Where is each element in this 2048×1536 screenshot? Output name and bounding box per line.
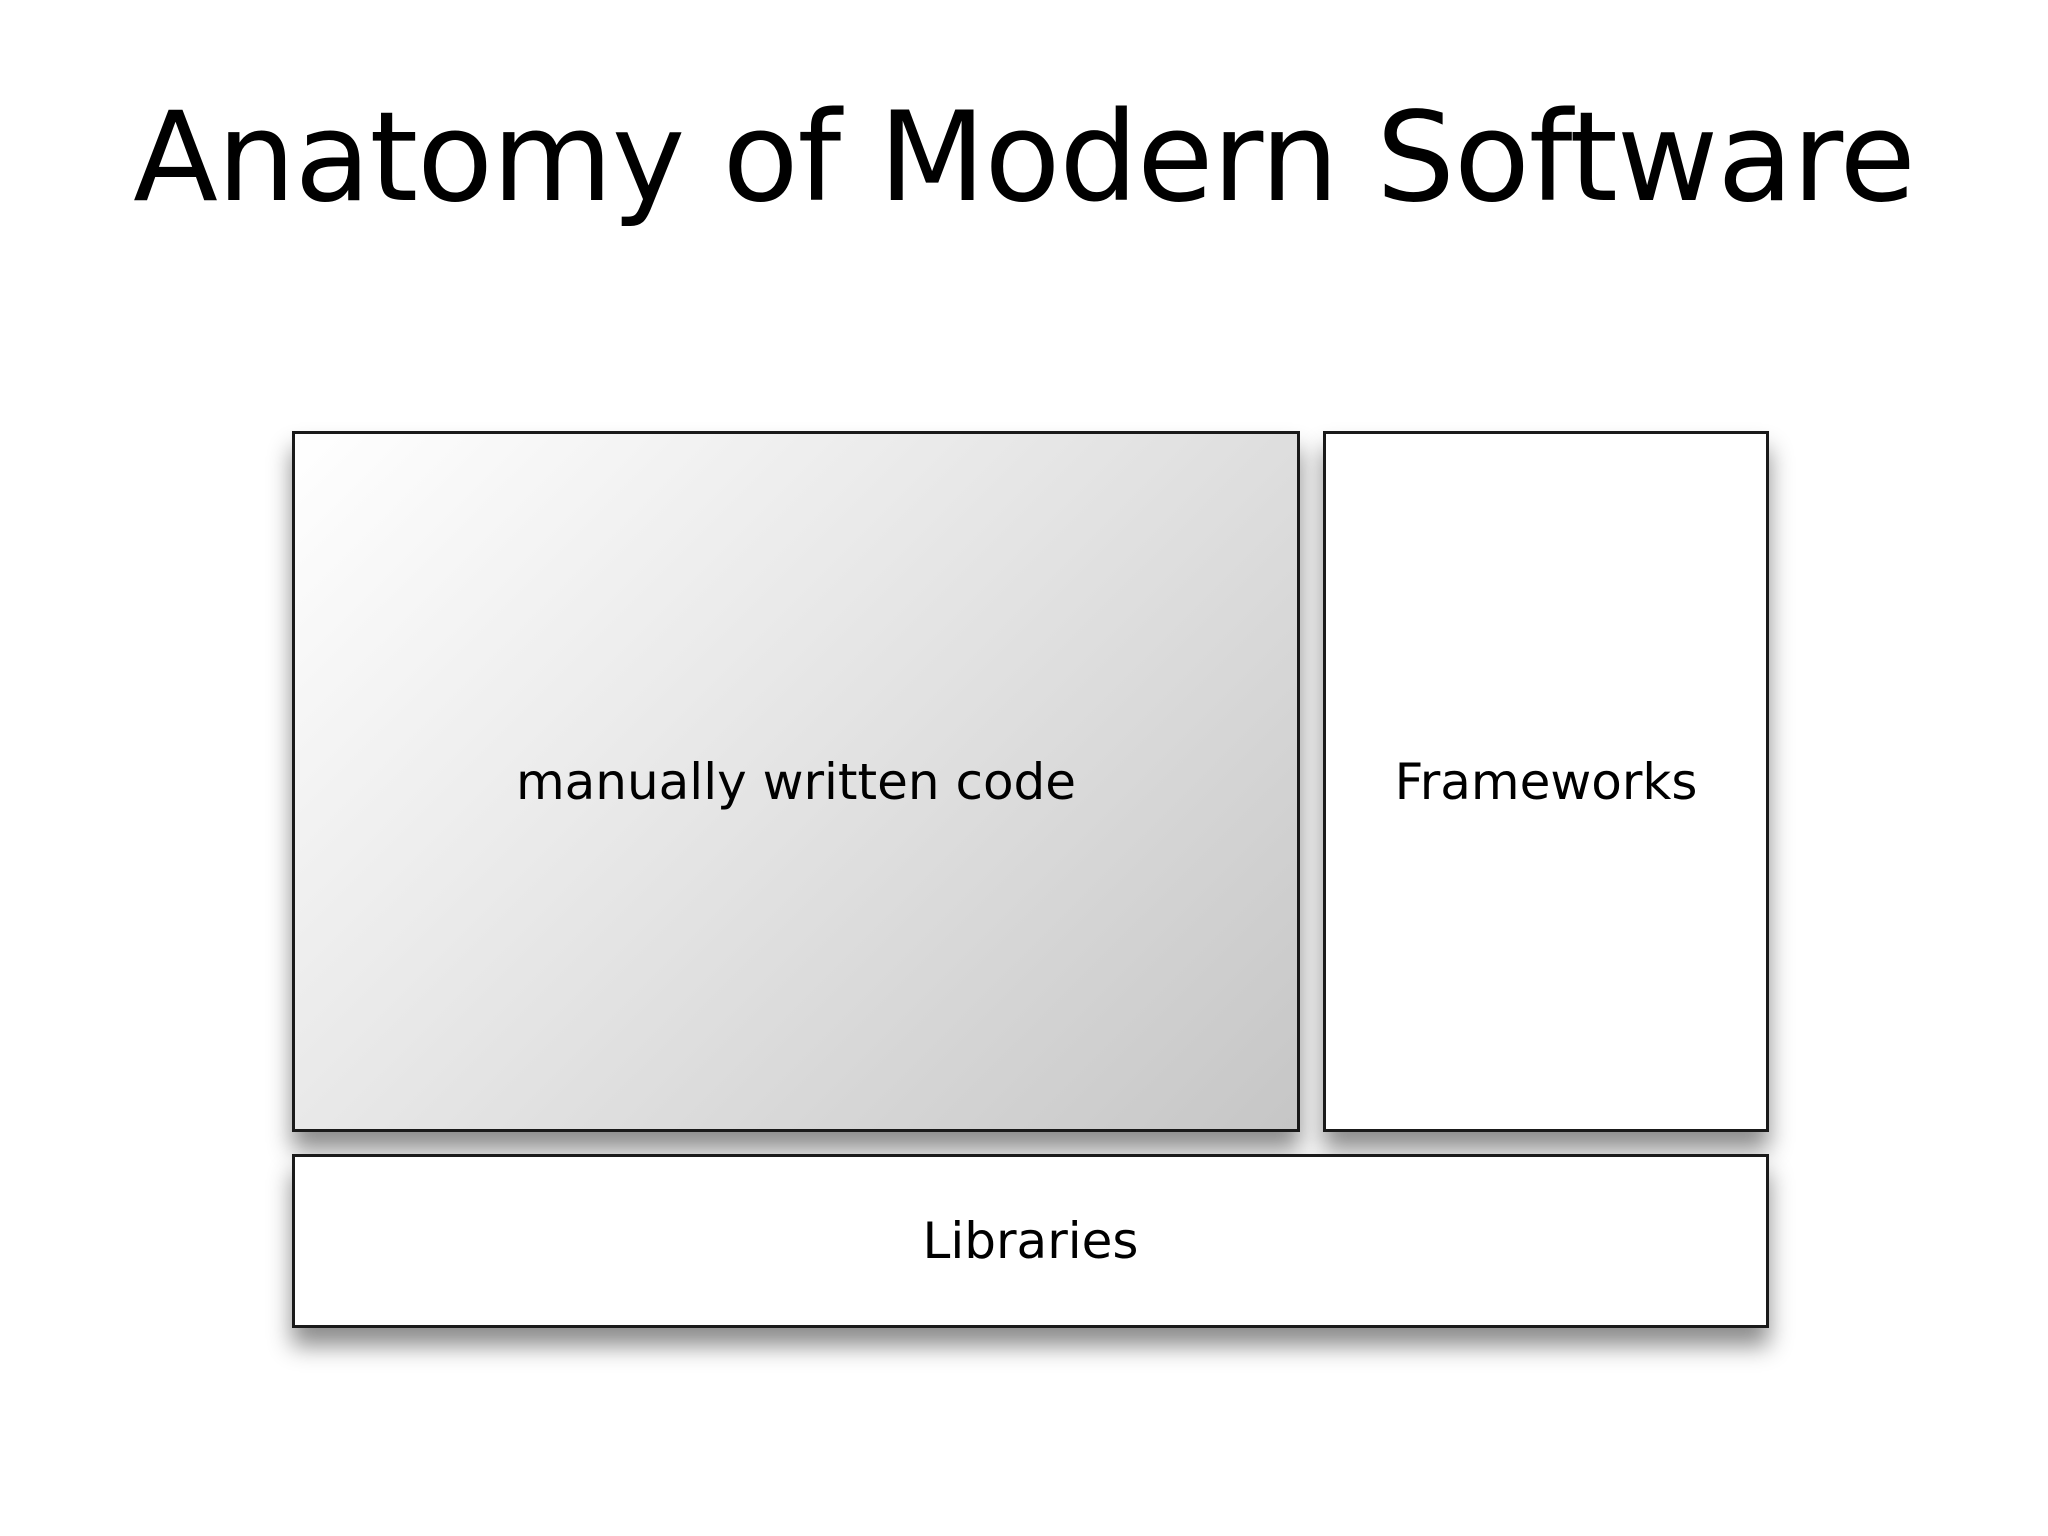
manual-code-block: manually written code: [292, 431, 1300, 1132]
libraries-block: Libraries: [292, 1154, 1769, 1328]
frameworks-block: Frameworks: [1323, 431, 1769, 1132]
slide-title: Anatomy of Modern Software: [133, 86, 1916, 230]
manual-code-label: manually written code: [515, 752, 1077, 811]
frameworks-label: Frameworks: [1394, 752, 1698, 811]
libraries-label: Libraries: [922, 1212, 1139, 1270]
